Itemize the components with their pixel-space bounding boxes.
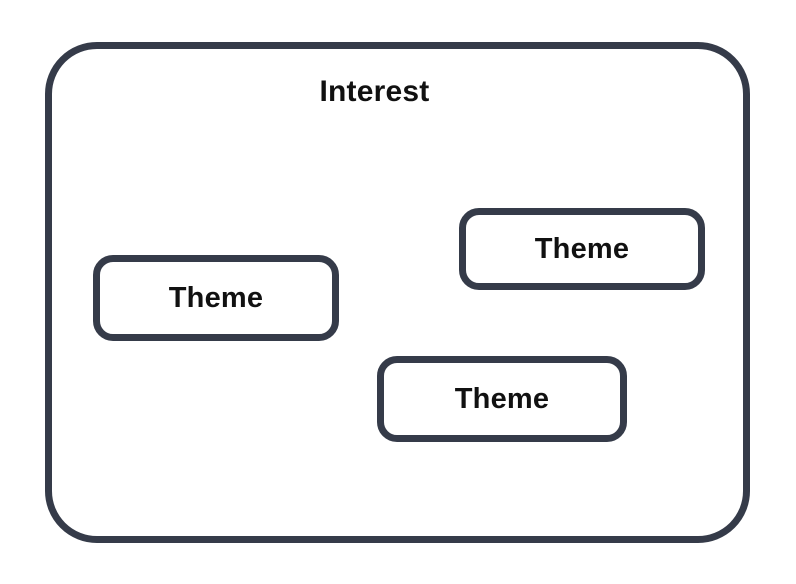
theme-node-3[interactable]: Theme [377,356,627,442]
interest-group-box[interactable]: Interest Theme Theme Theme [45,42,750,543]
theme-node-1-label: Theme [168,281,264,314]
theme-node-2[interactable]: Theme [459,208,705,290]
theme-node-3-label: Theme [454,382,550,415]
theme-node-1[interactable]: Theme [93,255,339,341]
theme-node-2-label: Theme [534,232,630,265]
interest-group-label: Interest [319,75,430,108]
